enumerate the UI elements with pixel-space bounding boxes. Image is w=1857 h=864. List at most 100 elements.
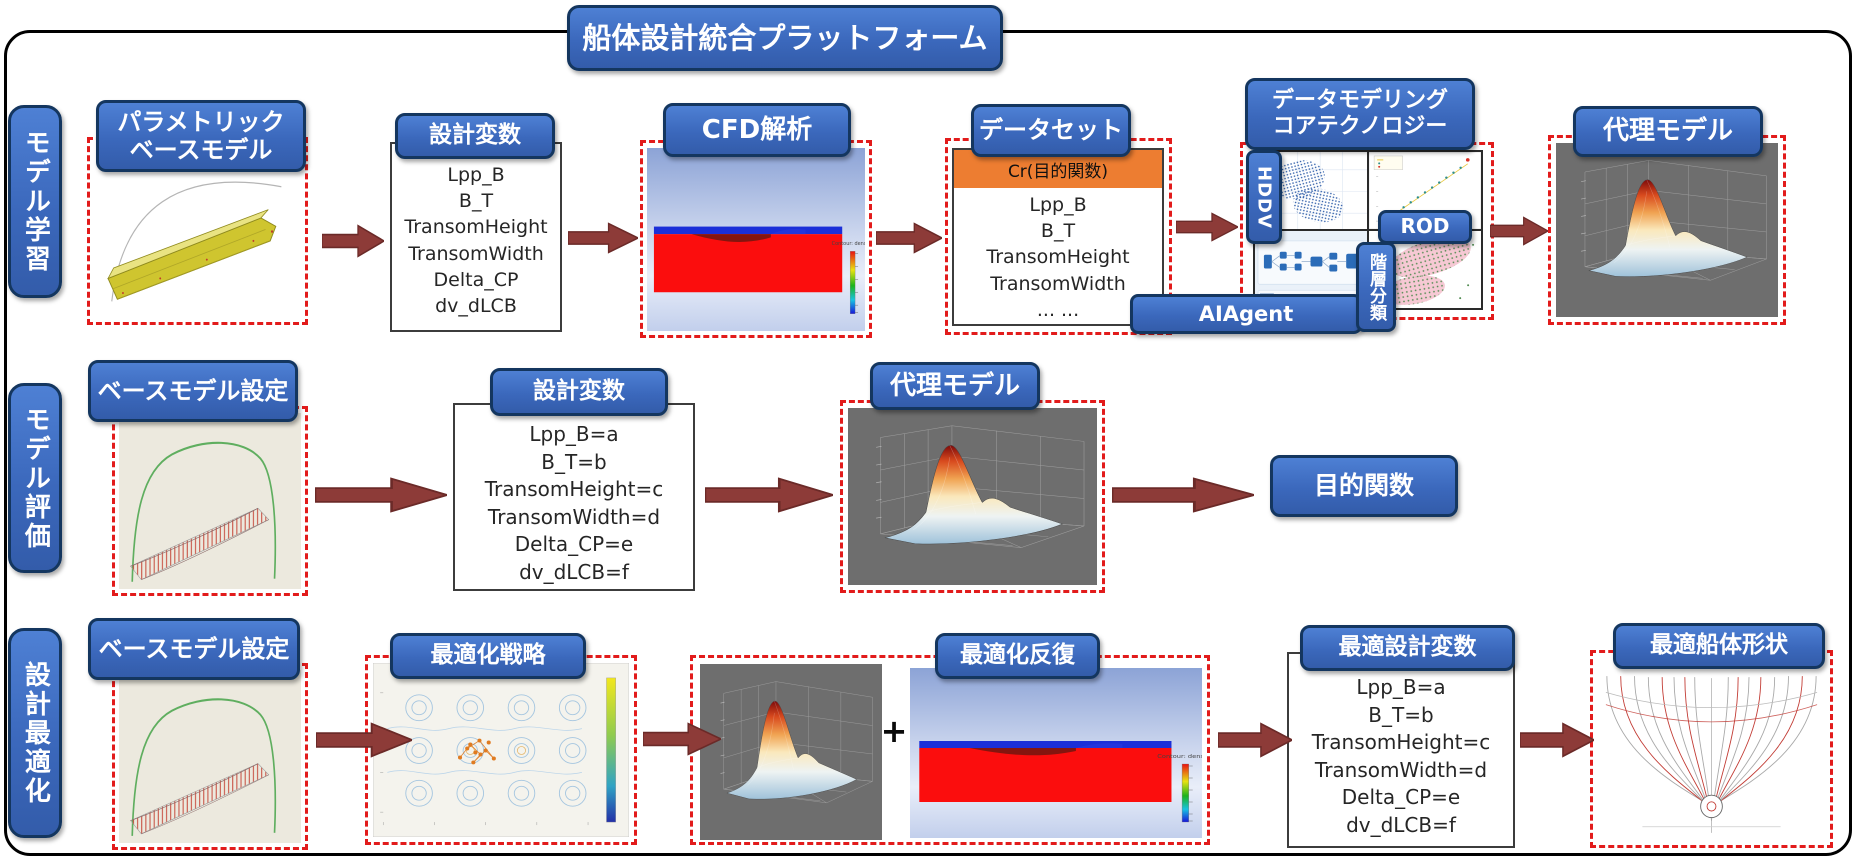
label-text: HDDV [1253,165,1275,229]
base-model-label-r2: ベースモデル設定 [88,360,298,422]
label-text: データセット [979,116,1123,145]
side-label-model-learning: モデル学習 [8,105,62,298]
side-label-text: 設計最適化 [20,660,51,806]
flow-arrow [1520,722,1594,758]
hddv-label: HDDV [1246,150,1282,244]
label-text: 代理モデル [1602,116,1733,147]
param-line: ...... [458,319,494,330]
hull-lines-image-r3 [119,670,301,843]
design-variables-label: 設計変数 [395,113,555,159]
dataset-header-text: Cr(目的関数) [1007,161,1109,182]
plus-text: + [880,712,908,750]
param-line: TransomHeight [404,216,548,239]
param-line: TransomHeight=c [484,477,664,502]
plus-sign: + [878,712,910,750]
objective-function-label: 目的関数 [1270,455,1458,517]
param-line: dv_dLCB=f [1346,812,1456,837]
param-line: Lpp_B [447,164,505,186]
hierarchy-label: 階層分類 [1356,242,1396,332]
side-label-design-optimization: 設計最適化 [8,628,62,838]
param-line: B_T [458,190,494,213]
core-tech-label: データモデリング コアテクノロジー [1245,78,1475,150]
cfd-result-image [647,148,865,331]
surrogate-surface-image-r2 [848,408,1097,585]
param-line: ...... [1382,840,1420,846]
side-label-text: モデル学習 [20,129,51,274]
label-text: 最適化反復 [960,642,1075,669]
design-variables-label-r2: 設計変数 [490,368,668,416]
flow-arrow [315,477,447,513]
param-line: ...... [555,587,593,589]
flow-arrow [1176,212,1238,242]
param-line: Delta_CP [433,268,519,291]
param-line: Delta_CP=e [514,532,634,557]
label-text: 最適設計変数 [1338,634,1477,661]
label-text: 設計変数 [533,378,625,405]
optimization-strategy-label: 最適化戦略 [390,633,586,679]
contour-plot-image [373,663,629,837]
page-title-text: 船体設計統合プラットフォーム [582,20,988,55]
param-line: ... ... [1036,298,1080,321]
surrogate-model-label-r2: 代理モデル [870,362,1040,410]
param-line: B_T=b [1368,702,1434,727]
surrogate-model-label-r1: 代理モデル [1573,106,1763,157]
iteration-cfd-image [910,668,1202,838]
flow-arrow [1218,722,1292,758]
param-line: TransomWidth=d [487,504,661,529]
optimal-hull-shape-label: 最適船体形状 [1613,623,1825,669]
side-label-text: モデル評価 [20,405,51,551]
flow-arrow [1490,216,1548,246]
label-text: ベースモデル設定 [98,634,290,663]
cfd-analysis-label: CFD解析 [663,103,851,157]
flow-arrow [705,477,833,513]
label-text: 階層分類 [1366,253,1387,321]
surrogate-surface-image-r1 [1556,143,1778,317]
param-line: dv_dLCB [435,295,517,318]
param-line: TransomHeight=c [1311,730,1491,755]
param-line: B_T=b [541,449,607,474]
param-line: TransomWidth=d [1314,757,1488,782]
rod-label: ROD [1378,210,1472,244]
flow-arrow [643,722,721,756]
label-line: コアテクノロジー [1272,114,1448,139]
param-line: TransomWidth [408,242,544,265]
label-line: パラメトリック [117,107,285,136]
param-line: B_T [1040,220,1076,243]
flow-arrow [1112,477,1254,513]
iteration-surface-image [700,664,882,840]
flow-arrow [316,722,412,758]
ship-3d-image [95,145,300,317]
base-model-label-r3: ベースモデル設定 [88,618,300,680]
label-line: ベースモデル [129,136,273,164]
optimization-iteration-label: 最適化反復 [935,633,1100,679]
label-text: 最適船体形状 [1650,632,1788,659]
param-line: TransomHeight [986,246,1130,269]
label-text: ROD [1400,214,1450,239]
label-text: ベースモデル設定 [97,376,289,405]
dataset-label: データセット [971,104,1131,157]
hull-lines-image-r2 [119,413,301,589]
param-line: TransomWidth [990,272,1126,295]
side-label-model-evaluation: モデル評価 [8,383,62,573]
aiagent-label: AIAgent [1130,294,1362,334]
label-text: 代理モデル [889,370,1020,401]
label-text: AIAgent [1198,301,1294,326]
hull-body-plan-image [1598,672,1825,840]
flow-arrow [568,222,638,254]
label-text: 設計変数 [429,122,521,149]
optimal-design-variables-label: 最適設計変数 [1300,625,1515,671]
flow-arrow [876,222,942,254]
label-text: 目的関数 [1313,471,1414,501]
parametric-base-model-label: パラメトリック ベースモデル [96,100,306,172]
page-title: 船体設計統合プラットフォーム [567,5,1003,71]
param-line: Lpp_B=a [1356,675,1446,699]
flow-arrow [322,224,384,258]
